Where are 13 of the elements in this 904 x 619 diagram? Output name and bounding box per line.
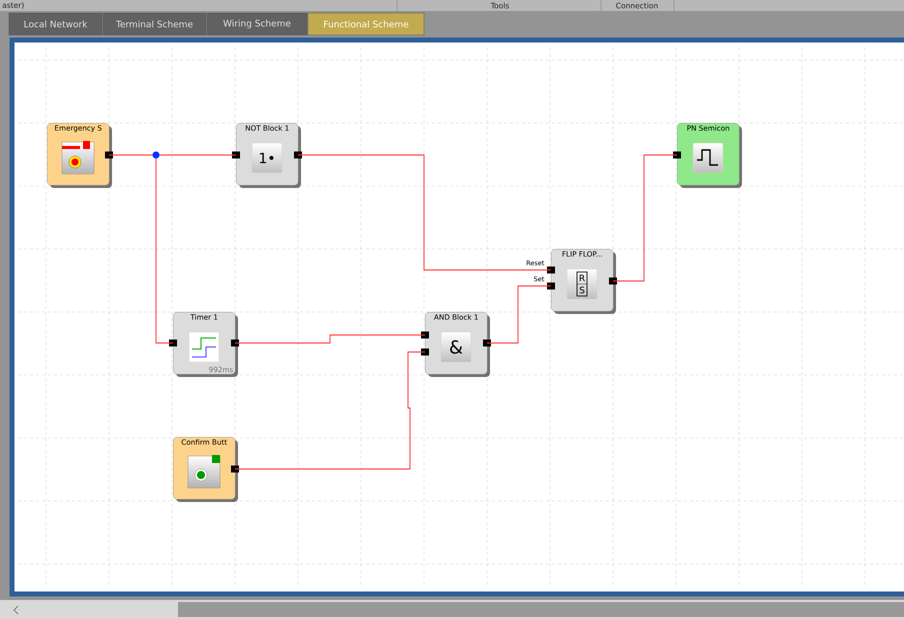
junction-dot [152,152,160,158]
wire [108,154,153,156]
tab: Functional Scheme [308,12,424,36]
wire [298,154,552,270]
wire [612,154,678,282]
tab: Wiring Scheme [206,12,308,36]
wire [486,286,552,344]
wire [234,352,426,470]
tab: Local Network [8,12,102,36]
tab: Terminal Scheme [102,12,206,36]
wire [156,158,174,344]
wire [159,154,236,156]
wire [234,334,426,344]
